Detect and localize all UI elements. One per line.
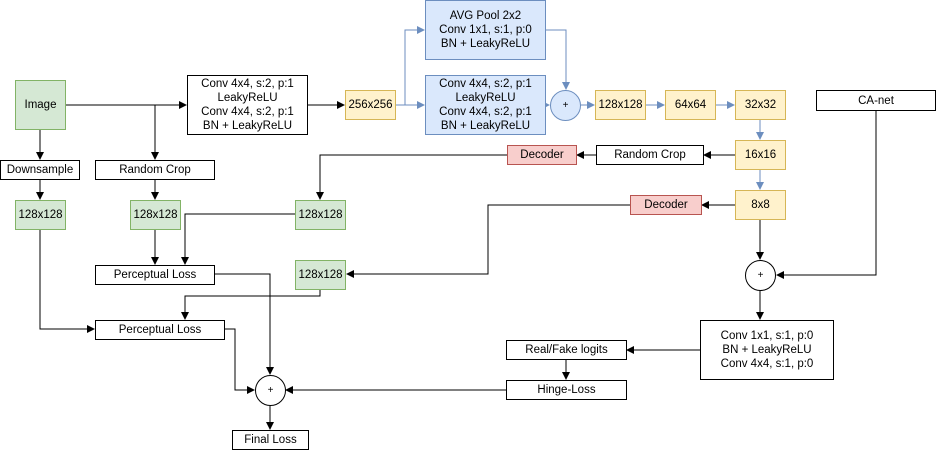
- green-128-a-label: 128x128: [18, 209, 63, 221]
- green-128-d-label: 128x128: [298, 269, 343, 281]
- edge-128d-perc2: [181, 290, 321, 320]
- image-label: Image: [24, 99, 57, 111]
- hinge-loss-node: Hinge-Loss: [506, 380, 627, 400]
- downsample-node: Downsample: [0, 160, 80, 180]
- image-node: Image: [15, 80, 66, 130]
- feat-256-node: 256x256: [345, 90, 396, 120]
- edge-perc1-plus: [215, 273, 274, 375]
- plus-cond-node: +: [745, 260, 776, 291]
- plus-cond-label: +: [757, 269, 764, 281]
- perceptual-loss-2-node: Perceptual Loss: [95, 320, 225, 340]
- hinge-loss-label: Hinge-Loss: [537, 384, 596, 396]
- conv-block-1: Conv 4x4, s:2, p:1 LeakyReLU Conv 4x4, s…: [187, 75, 308, 135]
- conv-block-3-line-2: BN + LeakyReLU: [722, 344, 812, 356]
- feat-64-label: 64x64: [674, 99, 707, 111]
- feat-16-node: 16x16: [735, 140, 786, 170]
- feat-64-node: 64x64: [665, 90, 716, 120]
- conv-block-1-line-1: Conv 4x4, s:2, p:1: [201, 78, 294, 90]
- feat-256-label: 256x256: [348, 99, 393, 111]
- plus-skip-label: +: [562, 99, 569, 111]
- plus-final-node: +: [255, 375, 286, 406]
- final-loss-label: Final Loss: [244, 434, 297, 446]
- plus-final-label: +: [267, 384, 274, 396]
- perceptual-loss-1-node: Perceptual Loss: [95, 265, 215, 285]
- perceptual-loss-2-label: Perceptual Loss: [118, 324, 202, 336]
- conv-block-2-line-2: LeakyReLU: [455, 92, 516, 104]
- conv-block-1-line-4: BN + LeakyReLU: [202, 120, 293, 132]
- green-128-a-node: 128x128: [15, 200, 66, 230]
- avg-pool-block: AVG Pool 2x2 Conv 1x1, s:1, p:0 BN + Lea…: [425, 0, 546, 60]
- green-128-c-node: 128x128: [295, 200, 346, 230]
- decoder-top-label: Decoder: [520, 149, 564, 161]
- conv-block-3-line-3: Conv 4x4, s:1, p:0: [720, 358, 814, 370]
- conv-block-2: Conv 4x4, s:2, p:1 LeakyReLU Conv 4x4, s…: [425, 75, 546, 135]
- edge-canet-plus: [776, 111, 877, 279]
- feat-128-node: 128x128: [595, 90, 646, 120]
- random-crop-right-node: Random Crop: [596, 145, 704, 165]
- edge-128c-perc1: [181, 213, 295, 265]
- green-128-d-node: 128x128: [295, 260, 346, 290]
- random-crop-left-node: Random Crop: [95, 160, 215, 180]
- feat-8-label: 8x8: [751, 199, 770, 211]
- green-128-c-label: 128x128: [298, 209, 343, 221]
- conv-block-1-line-2: LeakyReLU: [217, 92, 278, 104]
- feat-32-label: 32x32: [744, 99, 777, 111]
- real-fake-logits-node: Real/Fake logits: [506, 340, 627, 360]
- feat-128-label: 128x128: [598, 99, 643, 111]
- ca-net-label: CA-net: [858, 94, 894, 107]
- conv-block-2-line-1: Conv 4x4, s:2, p:1: [439, 78, 532, 90]
- downsample-label: Downsample: [6, 164, 74, 176]
- conv-block-3-line-1: Conv 1x1, s:1, p:0: [720, 330, 814, 342]
- random-crop-left-label: Random Crop: [119, 164, 191, 176]
- decoder-bottom-node: Decoder: [630, 195, 702, 215]
- decoder-top-node: Decoder: [507, 145, 577, 165]
- feat-16-label: 16x16: [744, 149, 777, 161]
- conv-block-2-line-4: BN + LeakyReLU: [440, 120, 531, 132]
- feat-32-node: 32x32: [735, 90, 786, 120]
- conv-block-1-line-3: Conv 4x4, s:2, p:1: [201, 106, 294, 118]
- avg-pool-line-2: Conv 1x1, s:1, p:0: [439, 24, 532, 36]
- edge-avgpool-plus: [546, 29, 570, 90]
- avg-pool-line-3: BN + LeakyReLU: [440, 38, 531, 50]
- edge-128-perc2: [39, 230, 95, 333]
- edge-decoder-128b: [346, 204, 630, 278]
- edge-perc2-plus: [225, 328, 255, 394]
- real-fake-logits-label: Real/Fake logits: [525, 344, 608, 356]
- edge-256-avgpool: [395, 26, 425, 106]
- final-loss-node: Final Loss: [232, 430, 309, 450]
- random-crop-right-label: Random Crop: [614, 149, 686, 161]
- avg-pool-line-1: AVG Pool 2x2: [449, 10, 522, 22]
- conv-block-3: Conv 1x1, s:1, p:0 BN + LeakyReLU Conv 4…: [700, 320, 834, 380]
- edge-decoder-128: [316, 154, 507, 200]
- plus-skip-node: +: [550, 90, 581, 121]
- decoder-bottom-label: Decoder: [644, 199, 688, 211]
- conv-block-2-line-3: Conv 4x4, s:2, p:1: [439, 106, 532, 118]
- green-128-b-label: 128x128: [133, 209, 178, 221]
- green-128-b-node: 128x128: [130, 200, 181, 230]
- perceptual-loss-1-label: Perceptual Loss: [113, 269, 197, 281]
- feat-8-node: 8x8: [735, 190, 786, 220]
- ca-net-node: CA-net: [816, 90, 936, 111]
